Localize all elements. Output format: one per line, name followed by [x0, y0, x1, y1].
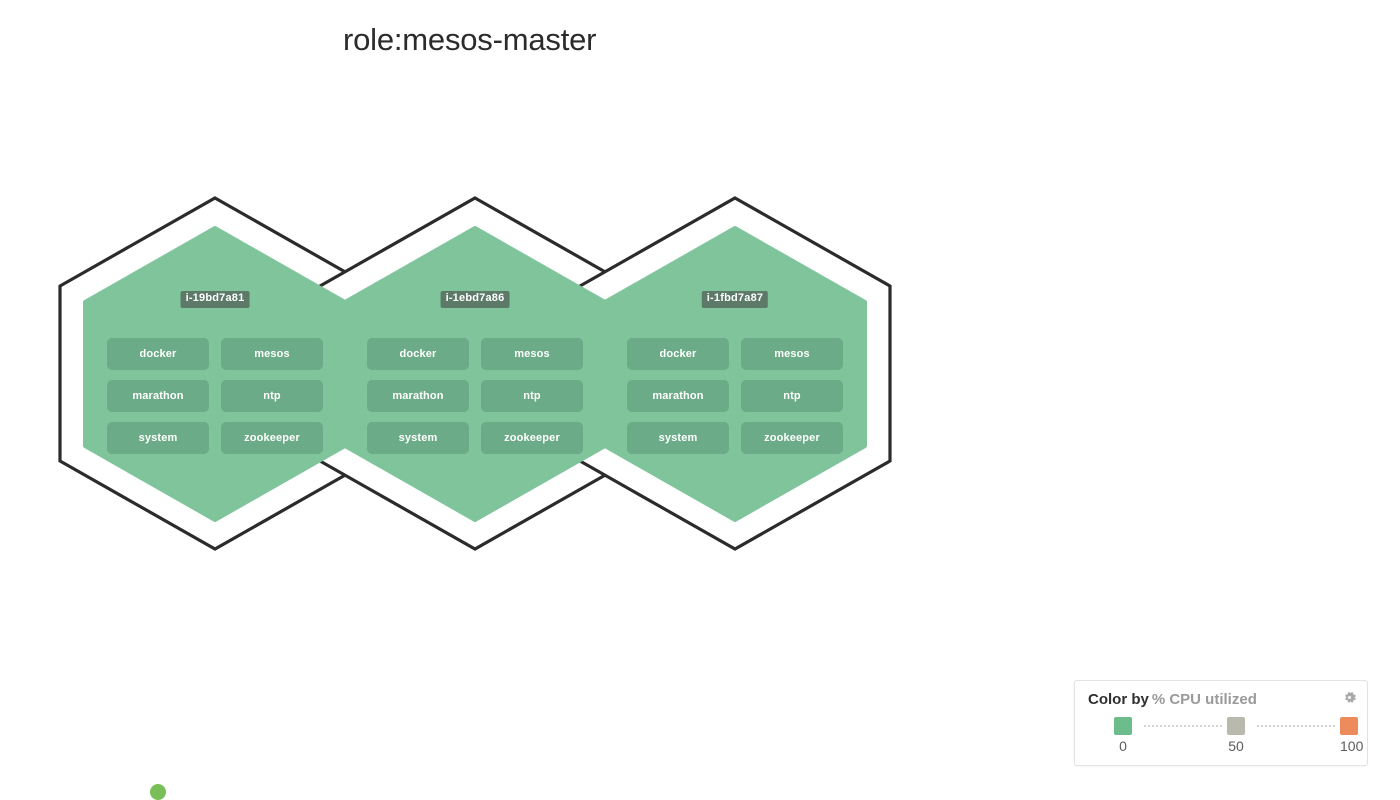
service-box-docker[interactable]: docker	[627, 338, 729, 370]
legend-color-scale: 0 50 100	[1088, 717, 1364, 757]
service-box-ntp[interactable]: ntp	[221, 380, 323, 412]
legend-value-high: 100	[1340, 738, 1364, 754]
service-box-docker[interactable]: docker	[107, 338, 209, 370]
legend-swatch-high	[1340, 717, 1358, 735]
node-id-badge: i-1fbd7a87	[701, 291, 769, 308]
service-box-mesos[interactable]: mesos	[481, 338, 583, 370]
service-box-marathon[interactable]: marathon	[367, 380, 469, 412]
page-title: role:mesos-master	[343, 22, 597, 57]
service-box-system[interactable]: system	[367, 422, 469, 454]
legend-value-low: 0	[1119, 738, 1127, 754]
node-i-1ebd7a86[interactable]: i-1ebd7a86 docker mesos marathon ntp sys…	[343, 226, 607, 522]
legend-stop-0: 0	[1114, 717, 1132, 753]
legend-title-prefix: Color by	[1088, 691, 1149, 708]
legend-stop-50: 50	[1227, 717, 1245, 753]
service-box-marathon[interactable]: marathon	[627, 380, 729, 412]
legend-title-metric[interactable]: % CPU utilized	[1151, 691, 1257, 708]
legend-swatch-mid	[1227, 717, 1245, 735]
legend-value-mid: 50	[1228, 738, 1244, 754]
service-box-ntp[interactable]: ntp	[481, 380, 583, 412]
offscreen-status-dot	[150, 784, 166, 800]
gear-icon[interactable]	[1341, 689, 1358, 706]
service-grid: docker mesos marathon ntp system zookeep…	[367, 338, 583, 454]
service-box-system[interactable]: system	[627, 422, 729, 454]
legend-connector-2	[1257, 725, 1335, 729]
service-box-ntp[interactable]: ntp	[741, 380, 843, 412]
service-box-docker[interactable]: docker	[367, 338, 469, 370]
hexagon-node-map: i-19bd7a81 docker mesos marathon ntp sys…	[58, 180, 900, 551]
service-box-zookeeper[interactable]: zookeeper	[741, 422, 843, 454]
legend-stop-100: 100	[1340, 717, 1364, 754]
service-box-zookeeper[interactable]: zookeeper	[481, 422, 583, 454]
service-box-mesos[interactable]: mesos	[221, 338, 323, 370]
service-grid: docker mesos marathon ntp system zookeep…	[627, 338, 843, 454]
service-box-mesos[interactable]: mesos	[741, 338, 843, 370]
legend-connector-1	[1144, 725, 1222, 729]
node-i-1fbd7a87[interactable]: i-1fbd7a87 docker mesos marathon ntp sys…	[603, 226, 867, 522]
node-id-badge: i-1ebd7a86	[440, 291, 510, 308]
node-id-badge: i-19bd7a81	[180, 291, 250, 308]
color-legend-panel: Color by% CPU utilized 0 50 100	[1074, 680, 1368, 766]
legend-swatch-low	[1114, 717, 1132, 735]
service-box-system[interactable]: system	[107, 422, 209, 454]
legend-title: Color by% CPU utilized	[1088, 692, 1257, 707]
service-box-zookeeper[interactable]: zookeeper	[221, 422, 323, 454]
service-grid: docker mesos marathon ntp system zookeep…	[107, 338, 323, 454]
node-i-19bd7a81[interactable]: i-19bd7a81 docker mesos marathon ntp sys…	[83, 226, 347, 522]
service-box-marathon[interactable]: marathon	[107, 380, 209, 412]
